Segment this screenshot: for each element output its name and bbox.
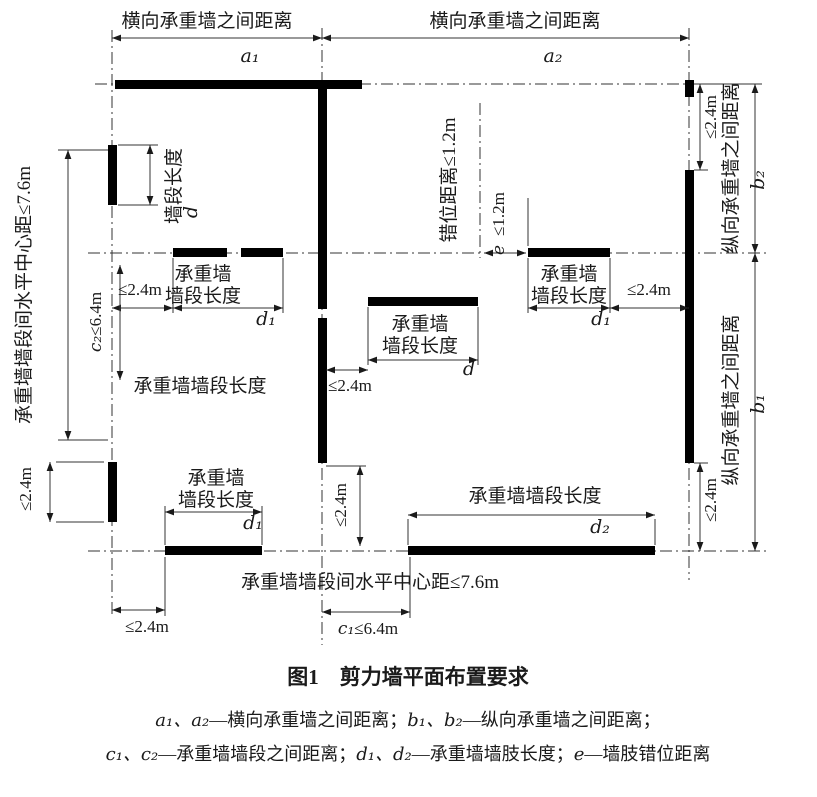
dim-label-24-left: ≤2.4m <box>118 280 162 299</box>
dim-label-d1-left: d₁ <box>256 308 276 330</box>
wall-segment <box>108 462 117 522</box>
wall-segment <box>241 248 283 257</box>
dim-label-d2: d₂ <box>590 516 610 538</box>
label-segment-length-left: 墙段长度 <box>165 285 241 307</box>
dim-label-b2: b₂ <box>747 170 769 190</box>
dim-label-e: e <box>489 245 509 255</box>
legend-var-b: b₁、b₂ <box>407 710 462 731</box>
wall-segment <box>528 248 610 257</box>
wall-segment <box>165 546 262 555</box>
dim-label-a1: a₁ <box>241 45 260 67</box>
legend-var-c: c₁、c₂ <box>106 744 159 765</box>
dimension-lines <box>46 34 759 616</box>
label-longitudinal-distance-b1: 纵向承重墙之间距离 <box>720 314 742 485</box>
dim-label-d1-right: d₁ <box>591 308 611 330</box>
dim-label-d-top-left: d <box>180 206 202 218</box>
wall-segment <box>108 145 117 205</box>
legend-line-2: c₁、c₂—承重墙墙段之间距离；d₁、d₂—承重墙墙肢长度；e—墙肢错位距离 <box>106 744 711 765</box>
dim-label-b1: b₁ <box>747 394 769 414</box>
legend-var-a: a₁、a₂ <box>155 710 209 731</box>
dim-label-24-right-top: ≤2.4m <box>701 95 720 139</box>
wall-segment <box>115 80 362 89</box>
wall-segment <box>685 170 694 463</box>
wall-segments <box>108 80 694 555</box>
label-transverse-distance-left: 横向承重墙之间距离 <box>121 10 292 32</box>
label-misalign-distance: 错位距离≤1.2m <box>438 117 460 242</box>
dim-label-24-bottom-left: ≤2.4m <box>16 467 35 511</box>
label-bearing-wall-right: 承重墙 <box>540 263 597 285</box>
dim-label-c1: c₁≤6.4m <box>338 619 398 639</box>
label-bearing-wall-left: 承重墙 <box>174 263 231 285</box>
wall-segment <box>408 546 655 555</box>
dim-label-c2: c₂≤6.4m <box>86 292 106 352</box>
extension-lines <box>56 83 762 618</box>
var-c1: c₁ <box>338 619 354 639</box>
legend-text-b: —纵向承重墙之间距离； <box>462 710 661 730</box>
dim-label-e-limit: ≤1.2m <box>489 192 508 236</box>
label-wall-segment-length-bottom-right: 承重墙墙段长度 <box>468 485 601 507</box>
label-segment-length-center: 墙段长度 <box>382 335 458 357</box>
wall-segment <box>173 248 227 257</box>
legend-text-e: —墙肢错位距离 <box>583 744 710 764</box>
dim-label-24-right: ≤2.4m <box>627 280 671 299</box>
label-bearing-wall-bottom-left: 承重墙 <box>187 467 244 489</box>
legend-text-c: —承重墙墙段之间距离； <box>157 744 356 764</box>
legend-text-d: —承重墙墙肢长度； <box>411 744 574 764</box>
dim-label-d-center: d <box>463 358 475 380</box>
label-wall-segment-length-midleft: 承重墙墙段长度 <box>133 375 266 397</box>
wall-segment <box>318 84 327 309</box>
legend-text-a: —横向承重墙之间距离； <box>208 710 407 730</box>
dim-label-24-bottom-center: ≤2.4m <box>331 483 350 527</box>
dim-label-a2: a₂ <box>544 45 563 67</box>
label-transverse-distance-right: 横向承重墙之间距离 <box>429 10 600 32</box>
var-c2: c₂ <box>86 336 106 353</box>
c1-limit: ≤6.4m <box>354 619 398 638</box>
label-segment-length-right: 墙段长度 <box>531 285 607 307</box>
wall-segment <box>368 297 478 306</box>
label-bearing-wall-center: 承重墙 <box>391 313 448 335</box>
c2-limit: ≤6.4m <box>86 292 105 336</box>
label-segment-length-bottom-left: 墙段长度 <box>178 489 254 511</box>
label-longitudinal-distance-b2: 纵向承重墙之间距离 <box>720 82 742 253</box>
legend-var-d: d₁、d₂ <box>356 744 411 765</box>
dim-label-24-center: ≤2.4m <box>328 376 372 395</box>
label-center-distance-bottom: 承重墙墙段间水平中心距≤7.6m <box>241 571 499 593</box>
wall-segment <box>685 80 694 97</box>
dim-label-24-right-bottom: ≤2.4m <box>701 478 720 522</box>
label-segment-length-top-left: 墙段长度 <box>163 148 185 224</box>
figure-caption: 图1 剪力墙平面布置要求 <box>287 665 529 689</box>
legend-line-1: a₁、a₂—横向承重墙之间距离；b₁、b₂—纵向承重墙之间距离； <box>155 710 660 731</box>
wall-segment <box>318 318 327 463</box>
dim-label-24-bottom-row: ≤2.4m <box>125 617 169 636</box>
legend-var-e: e <box>574 744 585 765</box>
dim-label-d1-bottom: d₁ <box>243 512 263 534</box>
label-center-distance-left: 承重墙墙段间水平中心距≤7.6m <box>13 166 35 424</box>
